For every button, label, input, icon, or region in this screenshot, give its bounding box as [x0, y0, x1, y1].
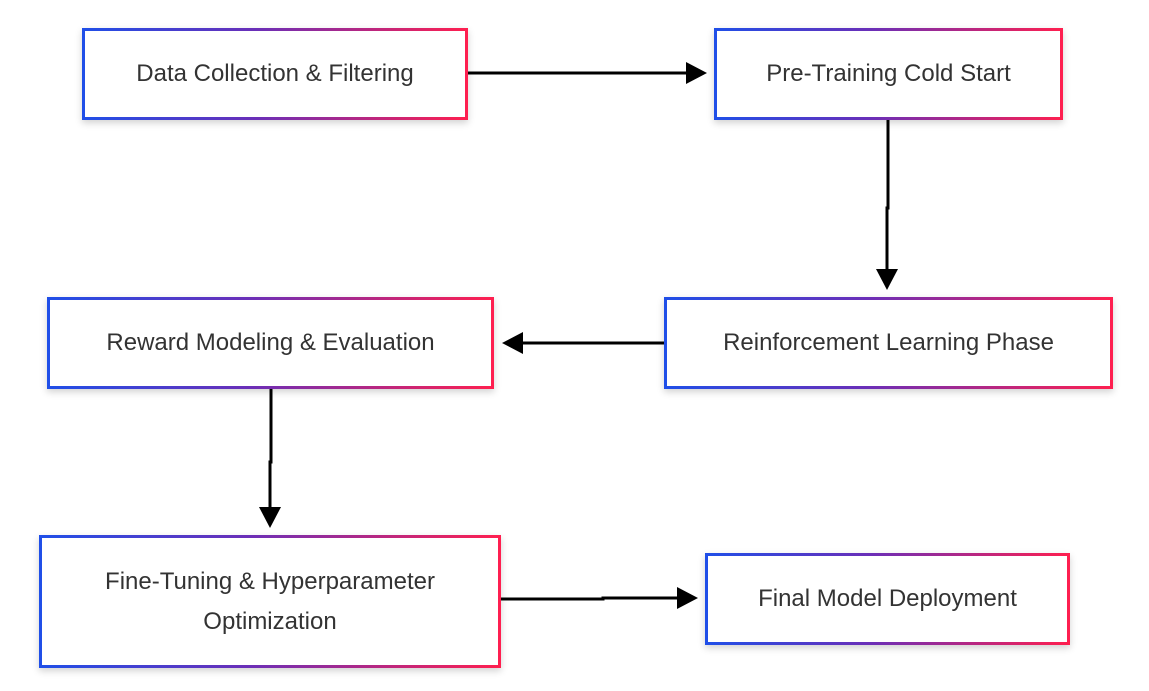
node-fine-tuning: Fine-Tuning & Hyperparameter Optimizatio…	[39, 535, 501, 668]
arrowhead-down	[876, 269, 898, 290]
arrowhead-right	[686, 62, 707, 84]
edge-line	[885, 120, 890, 269]
node-data-collection: Data Collection & Filtering	[82, 28, 468, 120]
arrowhead-right	[677, 587, 698, 609]
node-label: Reinforcement Learning Phase	[723, 329, 1054, 356]
edge-line	[501, 596, 677, 601]
edge-line	[268, 389, 273, 507]
node-label: Data Collection & Filtering	[136, 60, 414, 87]
node-label: Fine-Tuning & Hyperparameter Optimizatio…	[105, 567, 435, 635]
node-label: Reward Modeling & Evaluation	[106, 329, 435, 356]
node-reinforcement-learning: Reinforcement Learning Phase	[664, 297, 1113, 389]
edge-n2-n3	[876, 120, 898, 290]
node-pre-training: Pre-Training Cold Start	[714, 28, 1063, 120]
node-label: Final Model Deployment	[758, 585, 1017, 612]
edge-n4-n5	[259, 389, 281, 528]
node-final-deployment: Final Model Deployment	[705, 553, 1070, 645]
node-reward-modeling: Reward Modeling & Evaluation	[47, 297, 494, 389]
edge-n1-n2	[468, 62, 707, 84]
edge-n5-n6	[501, 587, 698, 609]
edge-n3-n4	[502, 332, 664, 354]
node-label: Pre-Training Cold Start	[766, 60, 1011, 87]
arrowhead-left	[502, 332, 523, 354]
arrowhead-down	[259, 507, 281, 528]
